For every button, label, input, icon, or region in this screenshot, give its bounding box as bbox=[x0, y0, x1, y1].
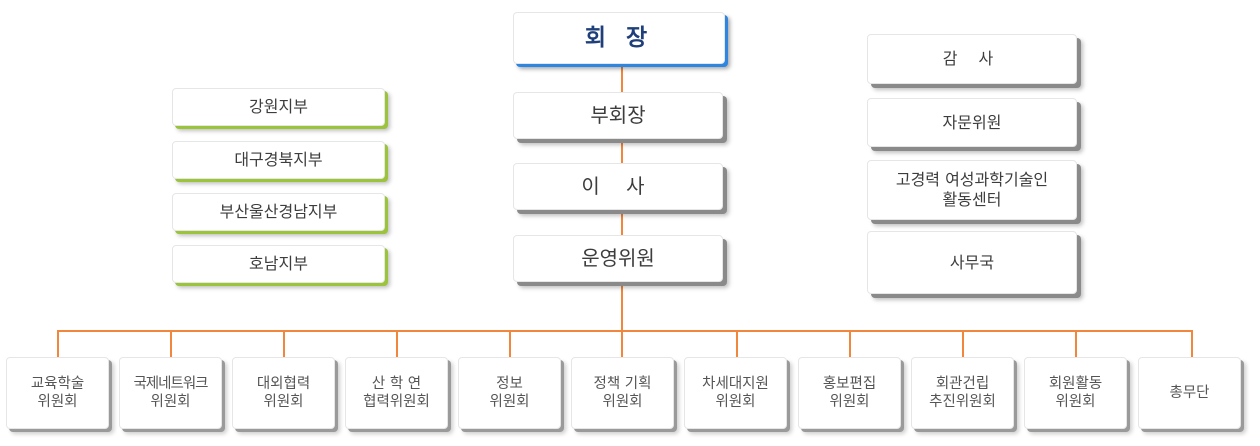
committee-box: 회관건립 추진위원회 bbox=[911, 357, 1014, 429]
committee-box: 정책 기획 위원회 bbox=[571, 357, 674, 429]
committee-box: 총무단 bbox=[1138, 357, 1241, 429]
committee-label: 위원회 bbox=[489, 394, 530, 410]
connector-drop bbox=[170, 330, 172, 357]
committee-label: 위원회 bbox=[37, 394, 78, 410]
committee-box: 회원활동 위원회 bbox=[1024, 357, 1127, 429]
committee-label: 회관건립 bbox=[935, 375, 990, 392]
committee-box: 국제네트워크 위원회 bbox=[119, 357, 222, 429]
advisory-label: 고경력 여성과학기술인 bbox=[895, 170, 1049, 189]
advisory-box-auditor: 감 사 bbox=[867, 34, 1077, 84]
branch-box-honam: 호남지부 bbox=[172, 245, 385, 283]
directors-box: 이 사 bbox=[513, 163, 723, 210]
branch-label: 강원지부 bbox=[249, 97, 308, 116]
branch-box-busan-ulsan-gyeongnam: 부산울산경남지부 bbox=[172, 193, 385, 231]
committee-label: 국제네트워크 bbox=[133, 375, 208, 392]
branch-label: 호남지부 bbox=[249, 254, 308, 273]
advisory-label: 자문위원 bbox=[942, 112, 1002, 132]
advisory-label: 활동센터 bbox=[942, 190, 1002, 209]
connector-drop bbox=[1075, 330, 1077, 357]
committee-label: 위원회 bbox=[263, 394, 304, 410]
committee-label: 정보 bbox=[496, 375, 523, 392]
connector-drop bbox=[283, 330, 285, 357]
steering-committee-box: 운영위원 bbox=[513, 235, 723, 282]
connector-drop bbox=[396, 330, 398, 357]
advisory-box-advisors: 자문위원 bbox=[867, 98, 1077, 147]
president-box: 회 장 bbox=[513, 12, 725, 64]
president-label: 회 장 bbox=[584, 24, 654, 51]
committee-label: 정책 기획 bbox=[593, 375, 652, 392]
committee-label: 대외협력 bbox=[256, 375, 311, 392]
branch-box-daegu-gyeongbuk: 대구경북지부 bbox=[172, 141, 385, 179]
committee-label: 위원회 bbox=[150, 394, 191, 410]
committee-label: 홍보편집 bbox=[822, 375, 877, 392]
directors-label: 이 사 bbox=[581, 174, 655, 198]
committee-label: 교육학술 bbox=[30, 375, 85, 392]
committee-label: 위원회 bbox=[602, 394, 643, 410]
advisory-label: 사무국 bbox=[949, 252, 995, 272]
connector-drop bbox=[736, 330, 738, 357]
advisory-box-senior-women-scientists-center: 고경력 여성과학기술인 활동센터 bbox=[867, 160, 1077, 220]
branch-box-gangwon: 강원지부 bbox=[172, 88, 385, 126]
committee-label: 회원활동 bbox=[1048, 375, 1103, 392]
committee-label: 협력위원회 bbox=[363, 394, 430, 410]
advisory-label: 감 사 bbox=[942, 49, 1002, 68]
connector-drop bbox=[509, 330, 511, 357]
connector-drop bbox=[1191, 330, 1193, 357]
committee-box: 대외협력 위원회 bbox=[232, 357, 335, 429]
connector-drop bbox=[849, 330, 851, 357]
connector-drop bbox=[57, 330, 59, 357]
connector-drop bbox=[621, 330, 623, 357]
committee-label: 위원회 bbox=[715, 394, 756, 410]
committee-label: 추진위원회 bbox=[929, 394, 996, 410]
committee-box: 홍보편집 위원회 bbox=[798, 357, 901, 429]
committee-box: 교육학술 위원회 bbox=[6, 357, 109, 429]
committee-label: 차세대지원 bbox=[702, 375, 769, 392]
committee-box: 정보 위원회 bbox=[458, 357, 561, 429]
branch-label: 대구경북지부 bbox=[234, 150, 323, 169]
committee-label: 위원회 bbox=[829, 394, 870, 410]
connector-drop bbox=[962, 330, 964, 357]
committee-box: 산 학 연 협력위원회 bbox=[345, 357, 448, 429]
committee-box: 차세대지원 위원회 bbox=[684, 357, 787, 429]
committee-label: 총무단 bbox=[1169, 384, 1210, 401]
vice-president-label: 부회장 bbox=[590, 103, 646, 127]
committee-label: 산 학 연 bbox=[371, 375, 422, 392]
committee-label: 위원회 bbox=[1055, 394, 1096, 410]
advisory-box-secretariat: 사무국 bbox=[867, 231, 1077, 294]
connector-horizontal-committees bbox=[57, 330, 1193, 332]
vice-president-box: 부회장 bbox=[513, 92, 723, 139]
steering-committee-label: 운영위원 bbox=[581, 246, 655, 270]
branch-label: 부산울산경남지부 bbox=[219, 202, 338, 221]
